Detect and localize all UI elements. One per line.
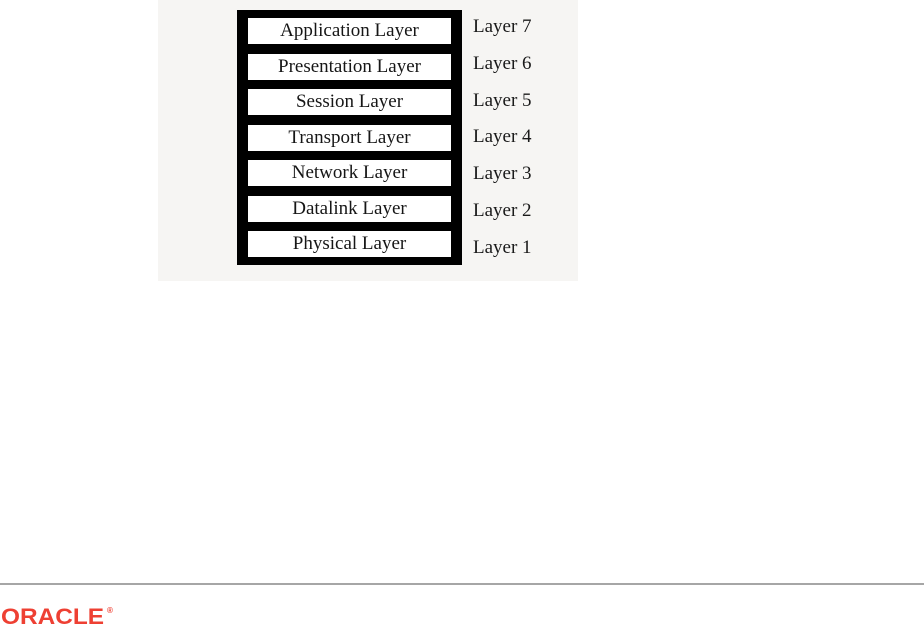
osi-model-figure: Application Layer Presentation Layer Ses… xyxy=(158,0,578,281)
osi-layer-datalink: Datalink Layer xyxy=(247,194,452,223)
osi-layer-number-column: Layer 7 Layer 6 Layer 5 Layer 4 Layer 3 … xyxy=(473,13,532,262)
osi-stack-box: Application Layer Presentation Layer Ses… xyxy=(237,10,462,265)
layer-number-5: Layer 5 xyxy=(473,89,532,111)
layer-number-7: Layer 7 xyxy=(473,16,532,37)
osi-layer-network: Network Layer xyxy=(247,159,452,187)
layer-number-3: Layer 3 xyxy=(473,163,532,185)
osi-layer-transport: Transport Layer xyxy=(247,123,452,152)
oracle-logo: ORACLE ® xyxy=(1,604,121,629)
osi-layer-session: Session Layer xyxy=(247,88,452,116)
layer-number-2: Layer 2 xyxy=(473,200,532,222)
osi-layer-physical: Physical Layer xyxy=(247,230,452,258)
registered-trademark-mark: ® xyxy=(107,606,113,615)
layer-number-1: Layer 1 xyxy=(473,236,532,258)
osi-layer-presentation: Presentation Layer xyxy=(247,52,452,81)
layer-number-4: Layer 4 xyxy=(473,126,532,148)
layer-number-6: Layer 6 xyxy=(473,52,532,74)
footer-divider xyxy=(0,583,924,585)
oracle-logo-text: ORACLE xyxy=(1,604,104,628)
osi-layer-application: Application Layer xyxy=(247,17,452,45)
oracle-logo-graphic: ORACLE ® xyxy=(1,604,113,629)
